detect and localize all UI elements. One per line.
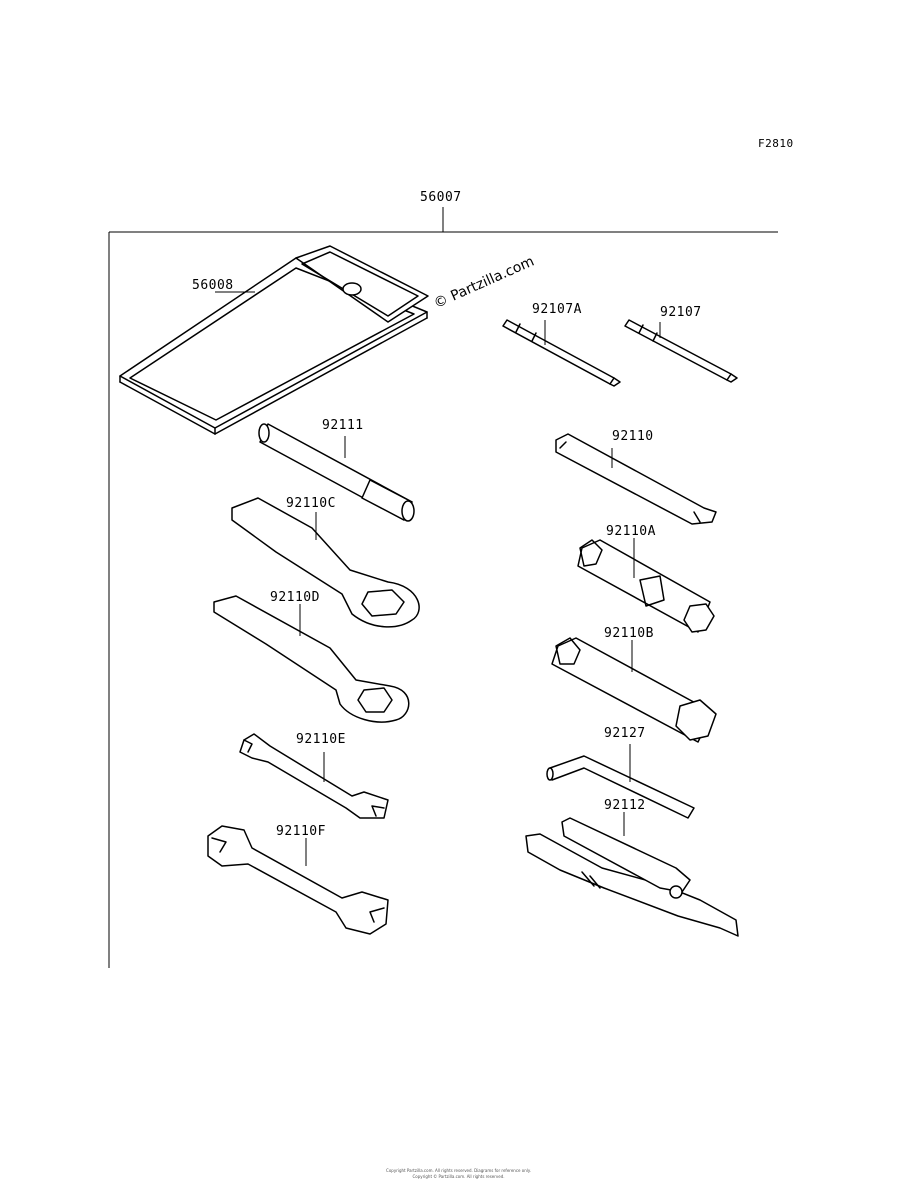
- part-label-92110d[interactable]: 92110D: [270, 590, 320, 605]
- part-label-92127[interactable]: 92127: [604, 726, 646, 741]
- tool-bag-drawing: [119, 245, 429, 435]
- open-wrench-92110f-drawing: [207, 825, 389, 935]
- screwdriver-92107a-drawing: [502, 319, 621, 387]
- part-label-92112[interactable]: 92112: [604, 798, 646, 813]
- handle-92111-drawing: [258, 423, 415, 522]
- ring-wrench-92110c-drawing: [231, 497, 420, 628]
- part-label-92110[interactable]: 92110: [612, 429, 654, 444]
- screwdriver-92107-drawing: [624, 319, 738, 383]
- box-wrench-92110a-drawing: [577, 538, 715, 633]
- ring-wrench-92110d-drawing: [213, 595, 410, 723]
- part-label-92110b[interactable]: 92110B: [604, 626, 654, 641]
- part-label-92111[interactable]: 92111: [322, 418, 364, 433]
- pliers-92112-drawing: [525, 812, 739, 937]
- footer-line-2: Copyright © Partzilla.com. All rights re…: [412, 1174, 505, 1179]
- part-label-92107a[interactable]: 92107A: [532, 302, 582, 317]
- footer-line-1: Copyright Partzilla.com. All rights rese…: [386, 1168, 531, 1173]
- assembly-number: 56007: [420, 190, 462, 205]
- assembly-bracket: [108, 207, 778, 968]
- open-wrench-92110e-drawing: [239, 733, 389, 819]
- hex-key-92127-drawing: [546, 744, 695, 819]
- part-label-92110c[interactable]: 92110C: [286, 496, 336, 511]
- part-label-56008[interactable]: 56008: [192, 278, 234, 293]
- figure-code: F2810: [758, 137, 794, 150]
- part-label-92110a[interactable]: 92110A: [606, 524, 656, 539]
- wrench-92110-drawing: [555, 433, 717, 525]
- box-wrench-92110b-drawing: [551, 637, 717, 743]
- part-label-92110e[interactable]: 92110E: [296, 732, 346, 747]
- part-label-92107[interactable]: 92107: [660, 305, 702, 320]
- part-label-92110f[interactable]: 92110F: [276, 824, 326, 839]
